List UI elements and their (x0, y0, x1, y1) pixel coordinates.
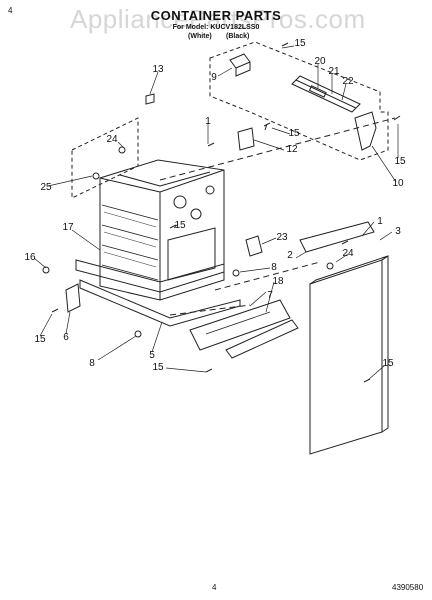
top-trim-part-2 (299, 221, 375, 253)
callout-10: 10 (392, 178, 404, 189)
callout-18: 18 (272, 276, 284, 287)
callout-15-door: 15 (382, 358, 394, 369)
clip-part-13 (145, 93, 155, 105)
color-note-white: (White) (188, 33, 212, 40)
callout-7: 7 (267, 290, 273, 301)
page-number: 4 (212, 583, 217, 592)
callout-24-right: 24 (342, 248, 354, 259)
explode-line-3 (169, 304, 251, 316)
document-number: 4390580 (392, 583, 424, 592)
callout-2: 2 (287, 250, 293, 261)
callout-15-plate: 15 (288, 128, 300, 139)
callout-15-bottom: 15 (152, 362, 164, 373)
lower-handle-part-7 (189, 299, 291, 351)
page-mark: 4 (8, 6, 13, 15)
bracket-part-9 (229, 53, 251, 77)
container-frame-part-17 (99, 159, 225, 301)
explode-line-2 (214, 261, 321, 291)
color-note-black: (Black) (226, 33, 250, 40)
leader-lines (33, 45, 399, 381)
end-bracket-part-10 (354, 111, 377, 151)
callout-15-left: 15 (34, 334, 46, 345)
callout-3: 3 (395, 226, 401, 237)
screw-part-15 (42, 42, 401, 383)
bottom-rail-part-5 (75, 259, 225, 293)
callout-9: 9 (211, 72, 217, 83)
callout-6: 6 (63, 332, 69, 343)
callout-13: 13 (152, 64, 164, 75)
handle-cap-part-18 (225, 319, 299, 359)
side-bracket-part-23 (245, 235, 263, 257)
handle-assembly-part-20 (291, 75, 361, 113)
callout-15-top: 15 (294, 38, 306, 49)
callout-1-left: 1 (205, 116, 211, 127)
callout-5: 5 (149, 350, 155, 361)
callout-22: 22 (342, 76, 354, 87)
watermark: AppliancePartsPros.com (70, 4, 366, 34)
callout-1-right: 1 (377, 216, 383, 227)
callout-15-right: 15 (394, 156, 406, 167)
handle-group-box (209, 41, 389, 161)
mounting-plate-part-12 (237, 127, 255, 151)
page-subtitle: For Model: KUCV182LSS0 (172, 24, 260, 31)
callout-25: 25 (40, 182, 52, 193)
bracket-part-6 (65, 283, 81, 313)
callout-17: 17 (62, 222, 74, 233)
callout-15-mid: 15 (174, 220, 186, 231)
callout-8-right: 8 (271, 262, 277, 273)
callout-8-left: 8 (89, 358, 95, 369)
callout-23: 23 (276, 232, 288, 243)
door-panel-part-3 (309, 255, 389, 455)
callout-21: 21 (328, 66, 340, 77)
side-fastener-group-box (71, 117, 139, 199)
callout-20: 20 (314, 56, 326, 67)
callout-16: 16 (24, 252, 36, 263)
callout-12: 12 (286, 144, 298, 155)
page-title: CONTAINER PARTS (150, 8, 282, 23)
callout-24-left: 24 (106, 134, 118, 145)
base-rail-lower (79, 279, 241, 327)
explode-line-1 (159, 117, 396, 181)
